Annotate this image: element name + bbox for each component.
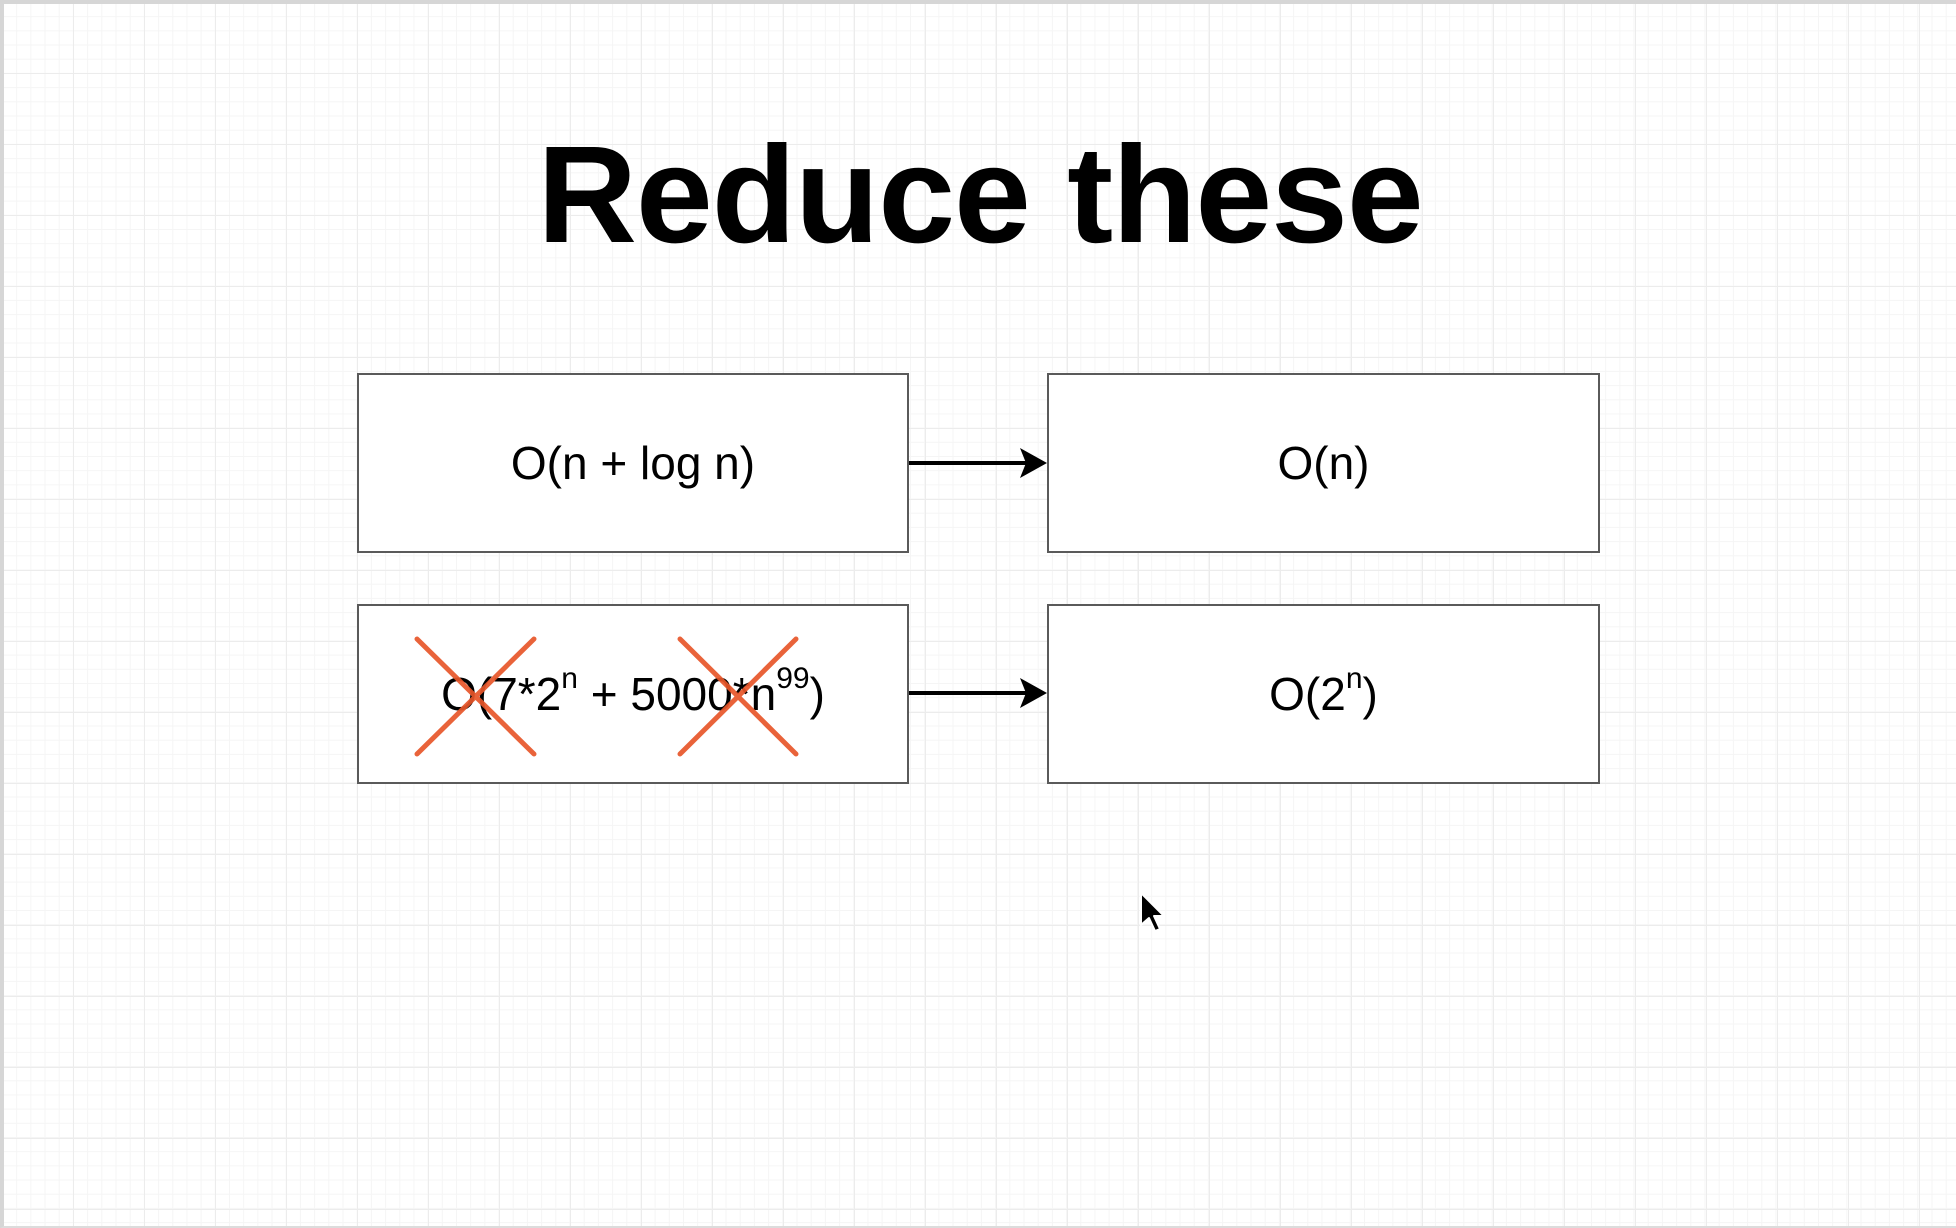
expression-box-row1-original[interactable]: O(n + log n) [357,373,909,553]
expression-text: O(2n) [1269,661,1378,720]
expression-box-row1-reduced[interactable]: O(n) [1047,373,1600,553]
expression-text: O(n + log n) [510,437,756,489]
arrow-right-icon [909,448,1047,478]
expression-box-row2-original[interactable]: O(7*2n + 5000*n99) [357,604,909,784]
expression-text: O(n) [1277,437,1370,489]
cross-out-icon [414,636,537,757]
mouse-cursor-icon [1140,892,1165,932]
slide-title: Reduce these [537,118,1423,272]
expression-box-row2-reduced[interactable]: O(2n) [1047,604,1600,784]
exponent: n [1345,661,1363,695]
exponent: 99 [776,661,810,695]
exponent: n [561,661,578,695]
cross-out-icon [677,636,799,757]
expression-text: O(7*2n + 5000*n99) [441,661,825,720]
arrow-right-icon [909,678,1047,708]
